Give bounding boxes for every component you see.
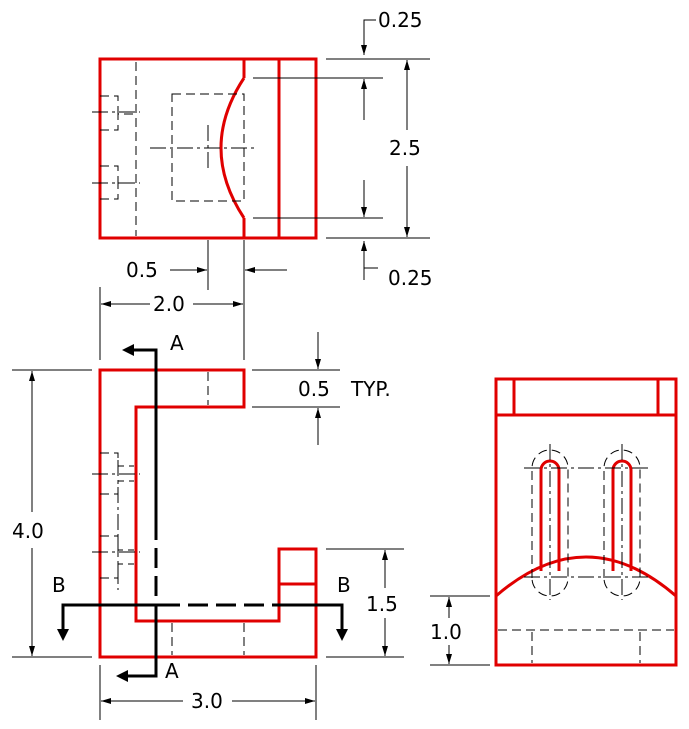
label-section-b-right: B (337, 573, 351, 597)
label-lower-leg-height: 1.5 (366, 592, 398, 616)
section-line-a: A A (116, 331, 184, 683)
dimension-arc-height: 1.0 (430, 595, 490, 666)
dimension-overall-height: 4.0 (12, 369, 92, 658)
label-recess-width: 0.5 (126, 258, 158, 282)
dimension-overall-width: 3.0 (99, 665, 317, 720)
front-view (92, 368, 318, 659)
dimension-height: 2.5 (389, 60, 421, 237)
label-section-a-top: A (170, 331, 184, 355)
label-height: 2.5 (389, 136, 421, 160)
dimension-thickness: 0.5 TYP. (252, 332, 391, 445)
section-line-b: B B (52, 573, 351, 641)
dimension-recess-width: 0.5 (126, 240, 287, 360)
label-section-b-left: B (52, 573, 66, 597)
label-top-offset: 0.25 (378, 8, 423, 32)
label-overall-height: 4.0 (12, 519, 44, 543)
label-overall-width: 3.0 (191, 689, 223, 713)
label-thickness-note: TYP. (350, 377, 391, 401)
dimension-recess-offset: 2.0 (99, 287, 243, 360)
top-view (92, 57, 318, 240)
dimension-bottom-offset: 0.25 (253, 180, 433, 290)
label-recess-offset: 2.0 (153, 292, 185, 316)
label-thickness: 0.5 (298, 377, 330, 401)
label-arc-height: 1.0 (430, 620, 462, 644)
label-section-a-bottom: A (165, 659, 179, 683)
dimension-top-offset: 0.25 (253, 8, 430, 120)
dimension-lower-leg-height: 1.5 (326, 548, 404, 658)
side-view (494, 377, 678, 667)
label-bottom-offset: 0.25 (388, 266, 433, 290)
